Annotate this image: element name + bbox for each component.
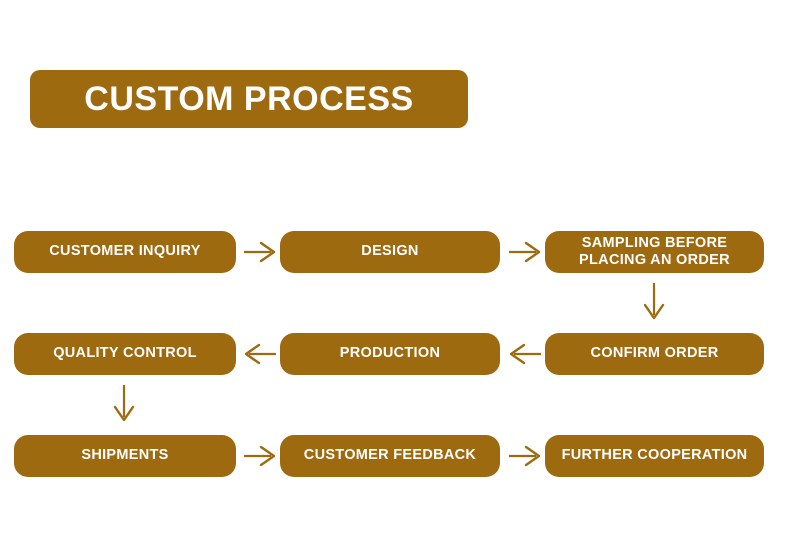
arrow-right-icon bbox=[243, 240, 277, 264]
process-step-design[interactable]: DESIGN bbox=[280, 231, 500, 273]
diagram-title-banner: CUSTOM PROCESS bbox=[30, 70, 468, 128]
arrow-left-icon bbox=[508, 342, 542, 366]
arrow-left-icon bbox=[243, 342, 277, 366]
process-step-label: PRODUCTION bbox=[339, 345, 441, 362]
process-step-label: CUSTOMER FEEDBACK bbox=[303, 447, 477, 464]
process-step-customer-inquiry[interactable]: CUSTOMER INQUIRY bbox=[14, 231, 236, 273]
arrow-right-icon bbox=[508, 444, 542, 468]
process-step-shipments[interactable]: SHIPMENTS bbox=[14, 435, 236, 477]
process-step-label: SAMPLING BEFORE PLACING AN ORDER bbox=[579, 234, 730, 268]
process-step-label: SHIPMENTS bbox=[81, 447, 169, 464]
process-step-label: FURTHER COOPERATION bbox=[561, 447, 748, 464]
process-step-quality-control[interactable]: QUALITY CONTROL bbox=[14, 333, 236, 375]
process-step-label: CONFIRM ORDER bbox=[590, 345, 719, 362]
process-step-confirm-order[interactable]: CONFIRM ORDER bbox=[545, 333, 764, 375]
arrow-down-icon bbox=[108, 384, 140, 424]
process-step-sampling-before-placing-an-order[interactable]: SAMPLING BEFORE PLACING AN ORDER bbox=[545, 231, 764, 273]
arrow-down-icon bbox=[638, 282, 670, 322]
process-step-further-cooperation[interactable]: FURTHER COOPERATION bbox=[545, 435, 764, 477]
process-step-production[interactable]: PRODUCTION bbox=[280, 333, 500, 375]
page-title: CUSTOM PROCESS bbox=[84, 80, 414, 118]
process-step-label: QUALITY CONTROL bbox=[53, 345, 197, 362]
process-step-label: DESIGN bbox=[361, 243, 419, 260]
process-step-label: CUSTOMER INQUIRY bbox=[49, 243, 201, 260]
arrow-right-icon bbox=[243, 444, 277, 468]
process-step-customer-feedback[interactable]: CUSTOMER FEEDBACK bbox=[280, 435, 500, 477]
arrow-right-icon bbox=[508, 240, 542, 264]
